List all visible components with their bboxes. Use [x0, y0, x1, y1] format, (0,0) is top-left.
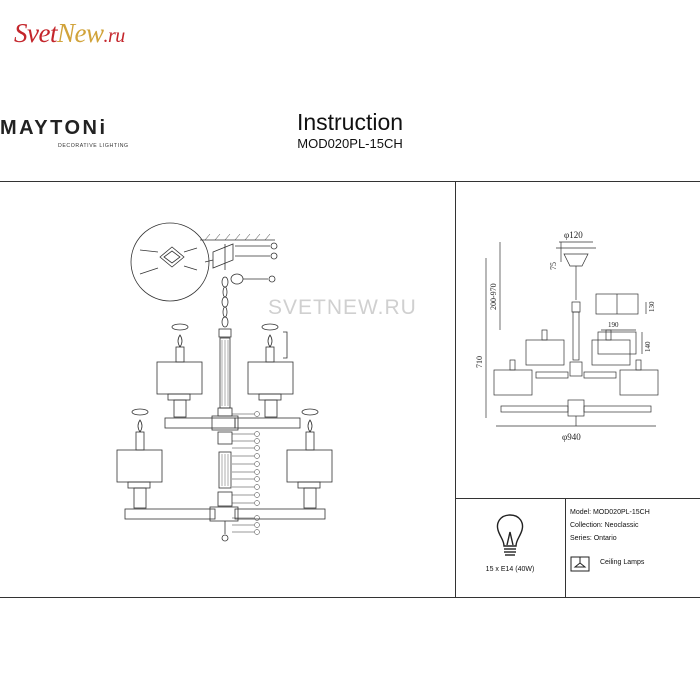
dim-shade-height: 140 [644, 341, 652, 352]
frame-divider-vertical [455, 181, 456, 598]
dimension-diagram: φ120 75 200-970 710 190 140 130 φ940 [475, 230, 659, 442]
watermark-part-3: .ru [103, 25, 126, 47]
ceiling-lamp-icon [570, 556, 590, 572]
diagram-watermark: SVETNEW.RU [268, 296, 417, 319]
dim-shade-side: 130 [648, 301, 656, 312]
brand-logo: MAYTONi [0, 117, 108, 139]
frame-divider-info [565, 498, 566, 598]
watermark-part-1: Svet [14, 18, 57, 48]
dim-top-diameter: φ120 [564, 230, 583, 240]
dim-canopy-height: 75 [549, 262, 558, 270]
dim-total-height: 710 [475, 356, 484, 368]
spec-model: Model: MOD020PL-15CH [570, 509, 650, 516]
bulb-icon [496, 514, 524, 556]
spec-category: Ceiling Lamps [600, 559, 645, 566]
document-title: Instruction [296, 109, 404, 135]
watermark-part-2: New [56, 18, 104, 48]
dim-chain-range: 200-970 [489, 283, 498, 310]
brand-tagline: DECORATIVE LIGHTING [58, 143, 129, 149]
spec-collection: Collection: Neoclassic [570, 522, 639, 529]
dim-shade-width: 190 [608, 321, 619, 329]
document-model: MOD020PL-15CH [297, 136, 403, 151]
site-watermark-logo: SvetNew.ru [14, 18, 125, 49]
bulb-caption: 15 x E14 (40W) [485, 566, 535, 573]
dim-span-diameter: φ940 [562, 432, 581, 442]
spec-series: Series: Ontario [570, 535, 617, 542]
frame-divider-horizontal [455, 498, 700, 499]
drawing-frame [0, 181, 700, 598]
assembly-diagram [116, 222, 333, 542]
